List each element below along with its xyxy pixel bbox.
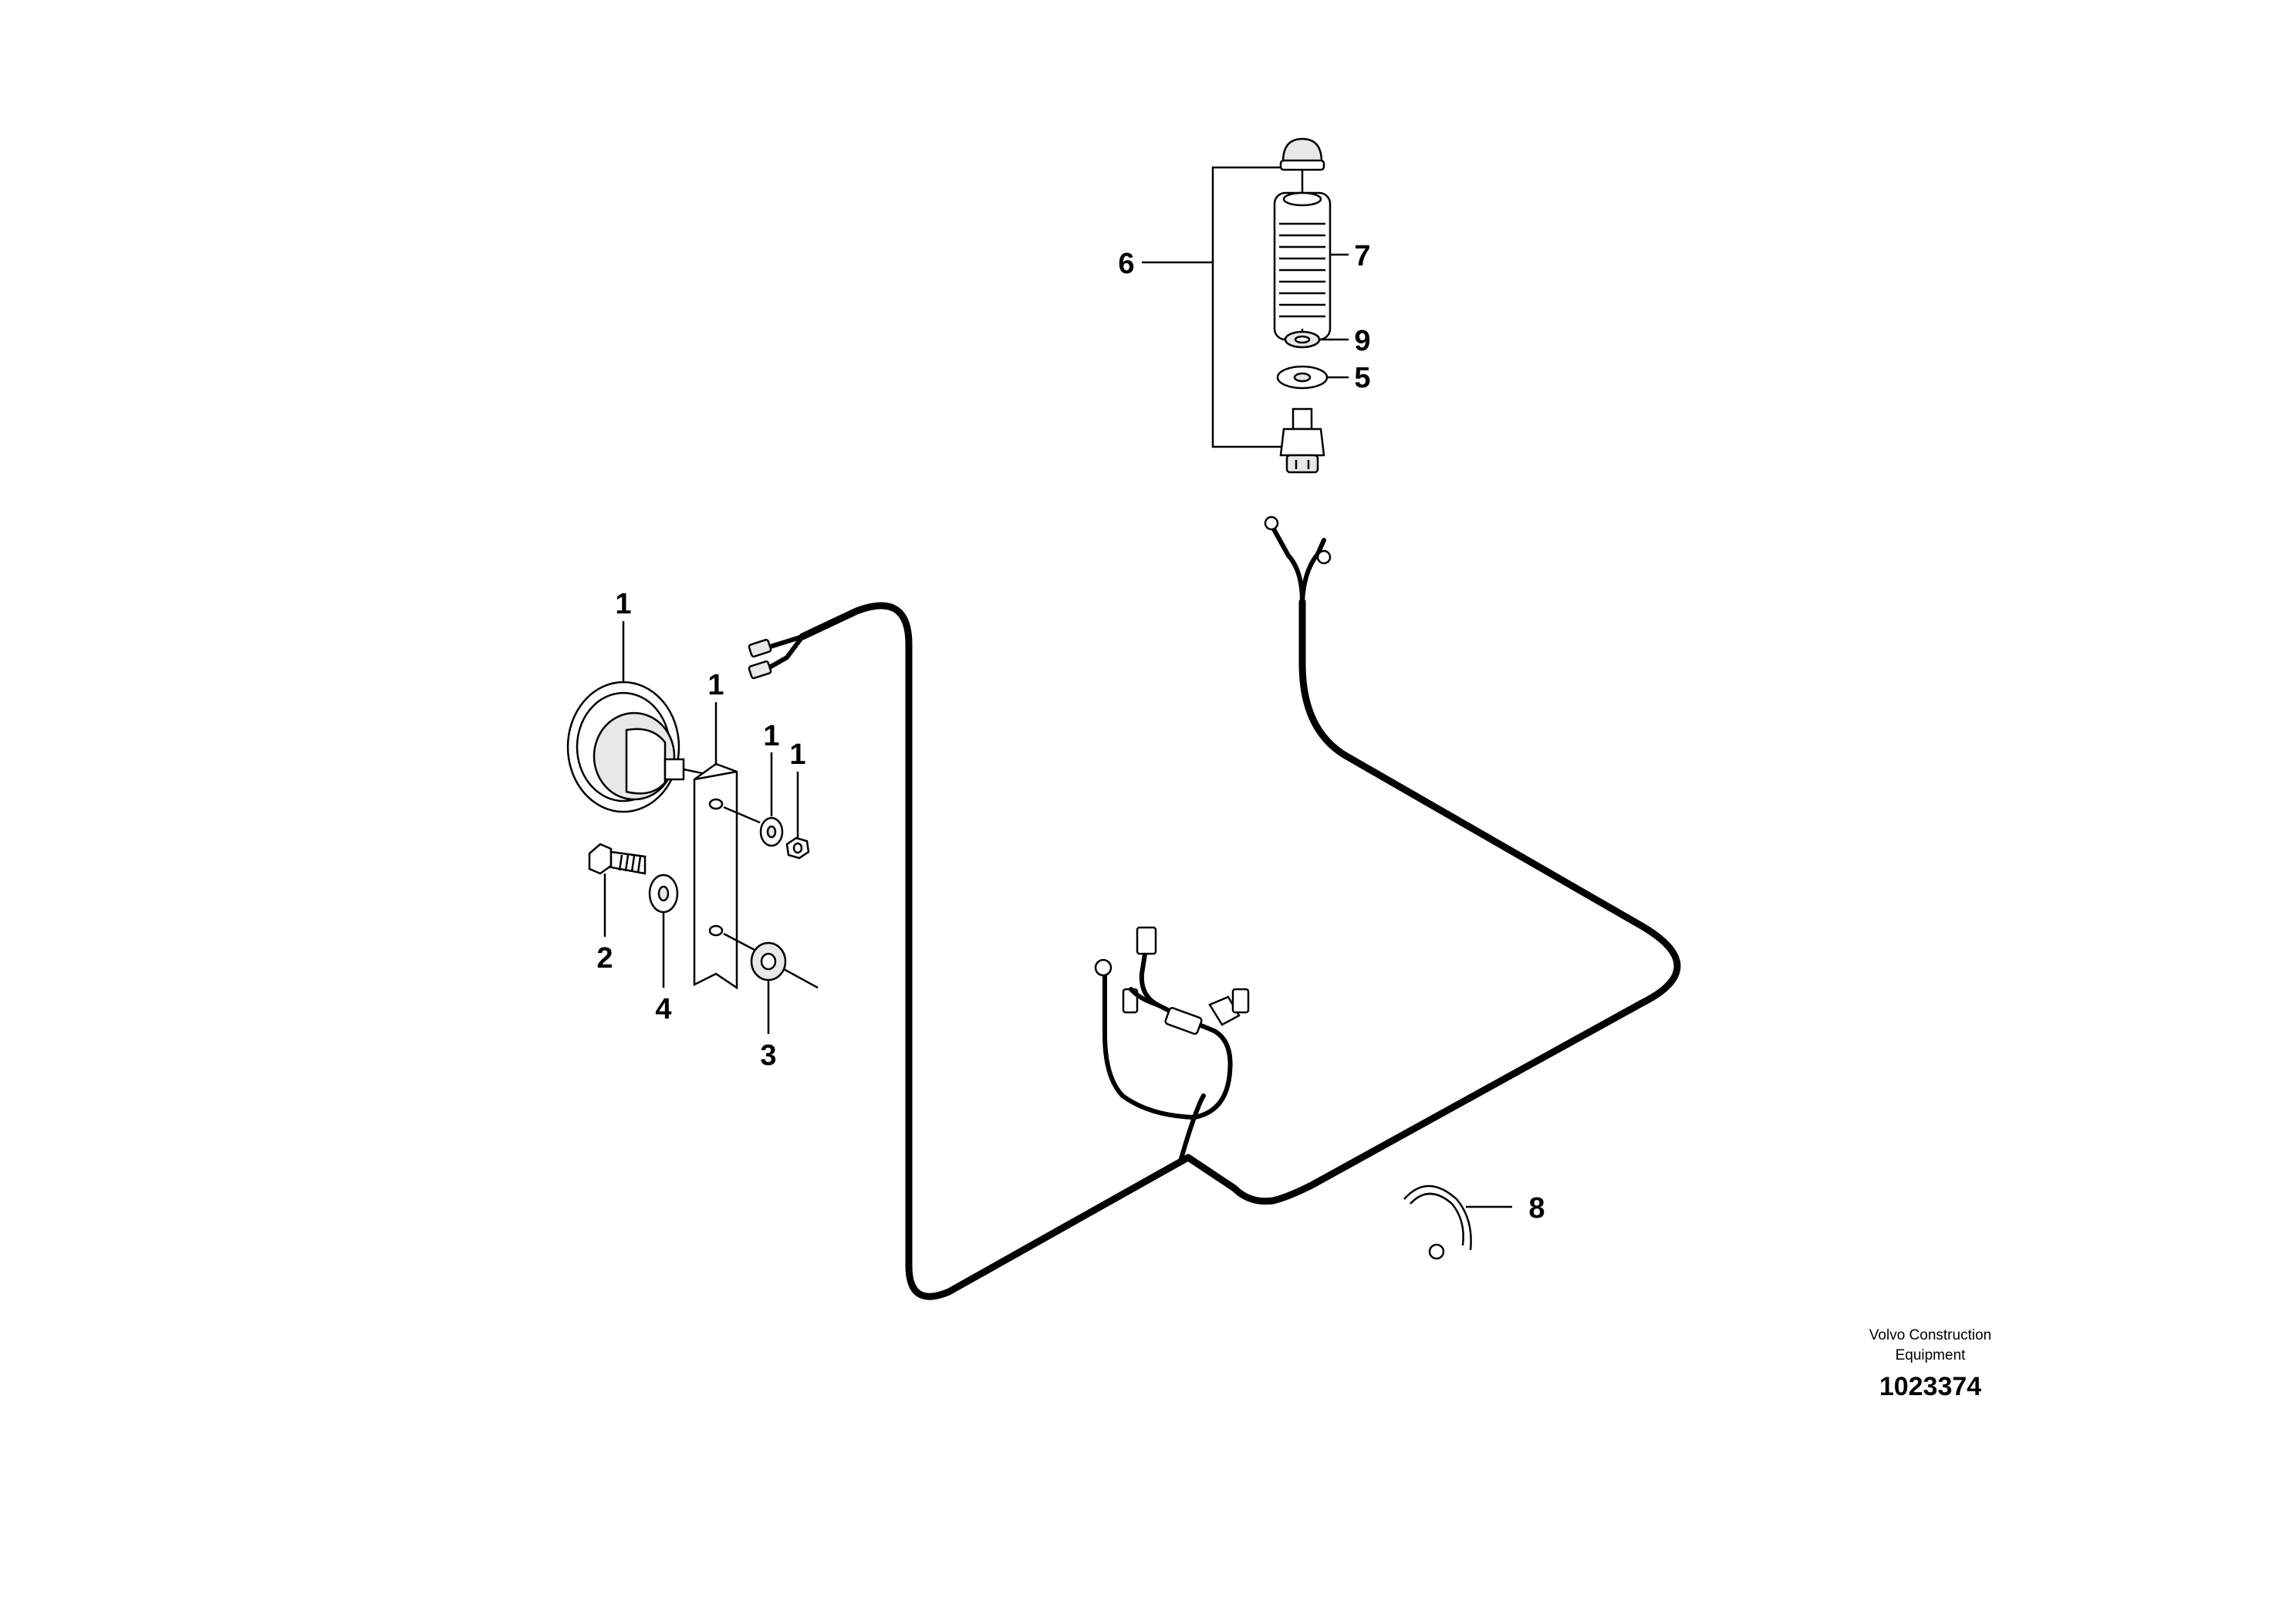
brand-line-1: Volvo Construction xyxy=(1869,1327,1991,1343)
spacer xyxy=(750,941,819,1034)
screw xyxy=(588,843,647,937)
callout-washer-sensor: 5 xyxy=(1354,362,1370,394)
screw-thread xyxy=(618,854,642,874)
brand-line-2: Equipment xyxy=(1896,1347,1967,1363)
small-washer xyxy=(759,752,784,847)
sleeve-ribs xyxy=(1279,222,1325,318)
callout-small-washer: 1 xyxy=(763,720,779,752)
callout-sensor-kit: 6 xyxy=(1118,248,1134,280)
callout-screw: 2 xyxy=(596,942,613,975)
callout-bracket: 1 xyxy=(707,669,724,701)
mounting-bracket xyxy=(693,702,761,990)
sensor-assembly xyxy=(1142,137,1349,474)
cable-harness xyxy=(748,515,1681,1300)
callout-washer: 4 xyxy=(655,993,671,1026)
callout-sleeve: 7 xyxy=(1354,240,1370,272)
callout-horn: 1 xyxy=(615,588,631,620)
cable-clamp xyxy=(1403,1184,1512,1260)
document-number: 1023374 xyxy=(1879,1372,1981,1401)
callout-spacer: 3 xyxy=(760,1039,776,1072)
callout-clamp: 8 xyxy=(1528,1192,1545,1225)
callout-o-ring: 9 xyxy=(1354,325,1370,357)
horn xyxy=(566,621,707,813)
callout-nut: 1 xyxy=(789,738,805,771)
washer xyxy=(648,874,679,988)
hex-nut xyxy=(785,772,810,860)
